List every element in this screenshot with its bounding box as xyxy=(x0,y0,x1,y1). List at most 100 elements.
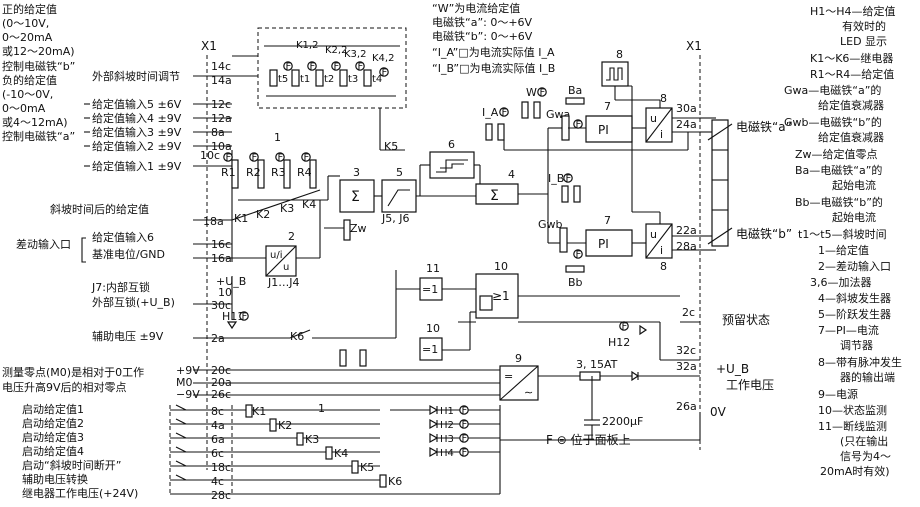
pin-label: 32a xyxy=(676,360,697,373)
wire-shape xyxy=(459,419,469,429)
legend-line: 有效时的 xyxy=(842,19,886,33)
pin-label: 24a xyxy=(676,118,697,131)
pin-label: 26a xyxy=(676,400,697,413)
block-number: 2 xyxy=(288,230,295,243)
legend-line: R1～R4—给定值 xyxy=(810,67,894,81)
gwb-label: Gwb xyxy=(538,218,563,231)
input-label: 启动给定值1 xyxy=(22,402,84,416)
legend-line: 1—给定值 xyxy=(818,243,869,257)
contact-label: K1,2 xyxy=(296,40,318,51)
pin-label: 2c xyxy=(682,306,695,319)
pi-label: PI xyxy=(598,123,609,137)
wire-shape xyxy=(537,87,547,97)
pin-label: 22a xyxy=(676,224,697,237)
current-regulators: I_A F W F Gwa Ba F PI 7 8 u i 8 xyxy=(482,48,700,289)
wire-shape xyxy=(606,67,623,81)
pin-label: 14a xyxy=(211,74,232,87)
input-label: 启动给定值2 xyxy=(22,416,84,430)
setpoint-pots: R1 R2 R3 R4 F F F F 1 K1 K2 K3 K4 xyxy=(221,131,340,262)
legend-line: 给定值衰减器 xyxy=(818,130,884,144)
input-label: +9V xyxy=(176,364,200,377)
wire-shape xyxy=(497,123,505,141)
block-number: 10 xyxy=(426,322,440,335)
panel-badge: F xyxy=(462,448,468,459)
block-number: 1 xyxy=(318,402,325,415)
desc-line: (-10～0V, xyxy=(2,88,53,101)
pot-label: R4 xyxy=(297,166,312,179)
right-pins: 30a 24a 22a 28a 2c 32c 32a 26a xyxy=(676,102,697,413)
xor-label: =1 xyxy=(422,343,438,356)
wire-shape xyxy=(175,474,187,481)
wire-shape xyxy=(429,446,439,458)
input-label: 外部互锁(+U_B) xyxy=(92,295,175,309)
pot-label: R3 xyxy=(271,166,286,179)
panel-note: F ⊜ 位于面板上 xyxy=(546,432,631,447)
legend-line: 11—断线监测 xyxy=(818,419,887,433)
legend-line: Gwa—电磁铁“a”的 xyxy=(784,83,881,97)
wire-shape xyxy=(359,349,367,367)
desc-line: 负的给定值 xyxy=(2,73,57,87)
wire-shape xyxy=(429,432,439,444)
legend: H1～H4—给定值 有效时的 LED 显示 K1～K6—继电器 R1～R4—给定… xyxy=(784,4,902,478)
panel-badge: F xyxy=(334,62,340,73)
wire-shape xyxy=(499,107,509,117)
wire-shape xyxy=(521,101,529,119)
wire-shape xyxy=(257,159,265,189)
wire-shape xyxy=(265,245,297,277)
wire-shape xyxy=(387,189,410,207)
pin-label: 30c xyxy=(211,299,231,312)
relay-label: K3 xyxy=(305,433,319,446)
wire-shape xyxy=(363,69,372,87)
wire-shape xyxy=(707,123,733,141)
pi-label: PI xyxy=(598,237,609,251)
panel-badge: F xyxy=(462,434,468,445)
wire-shape xyxy=(645,223,673,259)
zw-label: Zw xyxy=(350,222,367,235)
pin-label: 28a xyxy=(676,240,697,253)
wire-shape xyxy=(269,418,277,432)
adder-symbol: Σ xyxy=(351,189,360,205)
input-label: 给定值输入1 ±9V xyxy=(92,159,182,173)
input-label: 启动给定值3 xyxy=(22,430,84,444)
ub-right-label: +U_B xyxy=(716,362,749,376)
block-number: 7 xyxy=(604,100,611,113)
panel-badge: F xyxy=(502,108,508,119)
contact-label: K4,2 xyxy=(372,53,394,64)
wire-shape xyxy=(289,329,311,339)
panel-badge: F xyxy=(576,120,582,131)
note-line: “I_A”□为电流实际值 I_A xyxy=(432,45,555,59)
wire-shape xyxy=(573,185,581,203)
ramp-pot-label: t4 xyxy=(372,74,382,85)
panel-badge: F xyxy=(226,153,232,164)
top-current-note: “W”为电流给定值 电磁铁“a”: 0～+6V 电磁铁“b”: 0～+6V “I… xyxy=(432,1,555,75)
input-label: 启动给定值4 xyxy=(22,444,84,458)
signal-chain: Σ 3 5 J5, J6 6 Σ 4 xyxy=(339,138,548,225)
w-label: W xyxy=(526,86,537,99)
contact-label: K3,2 xyxy=(344,49,366,60)
ib-label: I_B xyxy=(548,172,564,185)
legend-line: 5—阶跃发生器 xyxy=(818,307,891,321)
relay-label: K4 xyxy=(334,447,348,460)
pin-label: 18a xyxy=(203,215,224,228)
wire-shape xyxy=(561,115,570,141)
block-number: 6 xyxy=(448,138,455,151)
legend-line: 起始电流 xyxy=(832,178,876,192)
legend-line: t1～t5—斜坡时间 xyxy=(798,228,887,241)
jumper-label: J1…J4 xyxy=(267,276,300,289)
group: H1 F xyxy=(390,404,500,417)
note-line: 电磁铁“a”: 0～+6V xyxy=(432,16,533,29)
note-line: 电磁铁“b”: 0～+6V xyxy=(432,30,533,43)
wire-shape xyxy=(459,433,469,443)
input-label: 电压升高9V后的相对零点 xyxy=(2,380,127,394)
block-11-wire-break: =1 11 xyxy=(396,262,476,301)
zero-adjust-zw: Zw xyxy=(324,219,367,241)
wire-shape xyxy=(619,321,629,331)
adder-symbol: Σ xyxy=(490,188,499,204)
legend-line: LED 显示 xyxy=(840,35,887,48)
desc-line: 或12～20mA) xyxy=(2,45,75,58)
desc-line: 0～20mA xyxy=(2,31,53,44)
legend-line: (只在输出 xyxy=(840,434,888,448)
pin-label: 14c xyxy=(211,60,231,73)
input-label: −9V xyxy=(176,388,200,401)
led-indicators: H1 F H2 F H3 F H4 F xyxy=(390,404,500,459)
